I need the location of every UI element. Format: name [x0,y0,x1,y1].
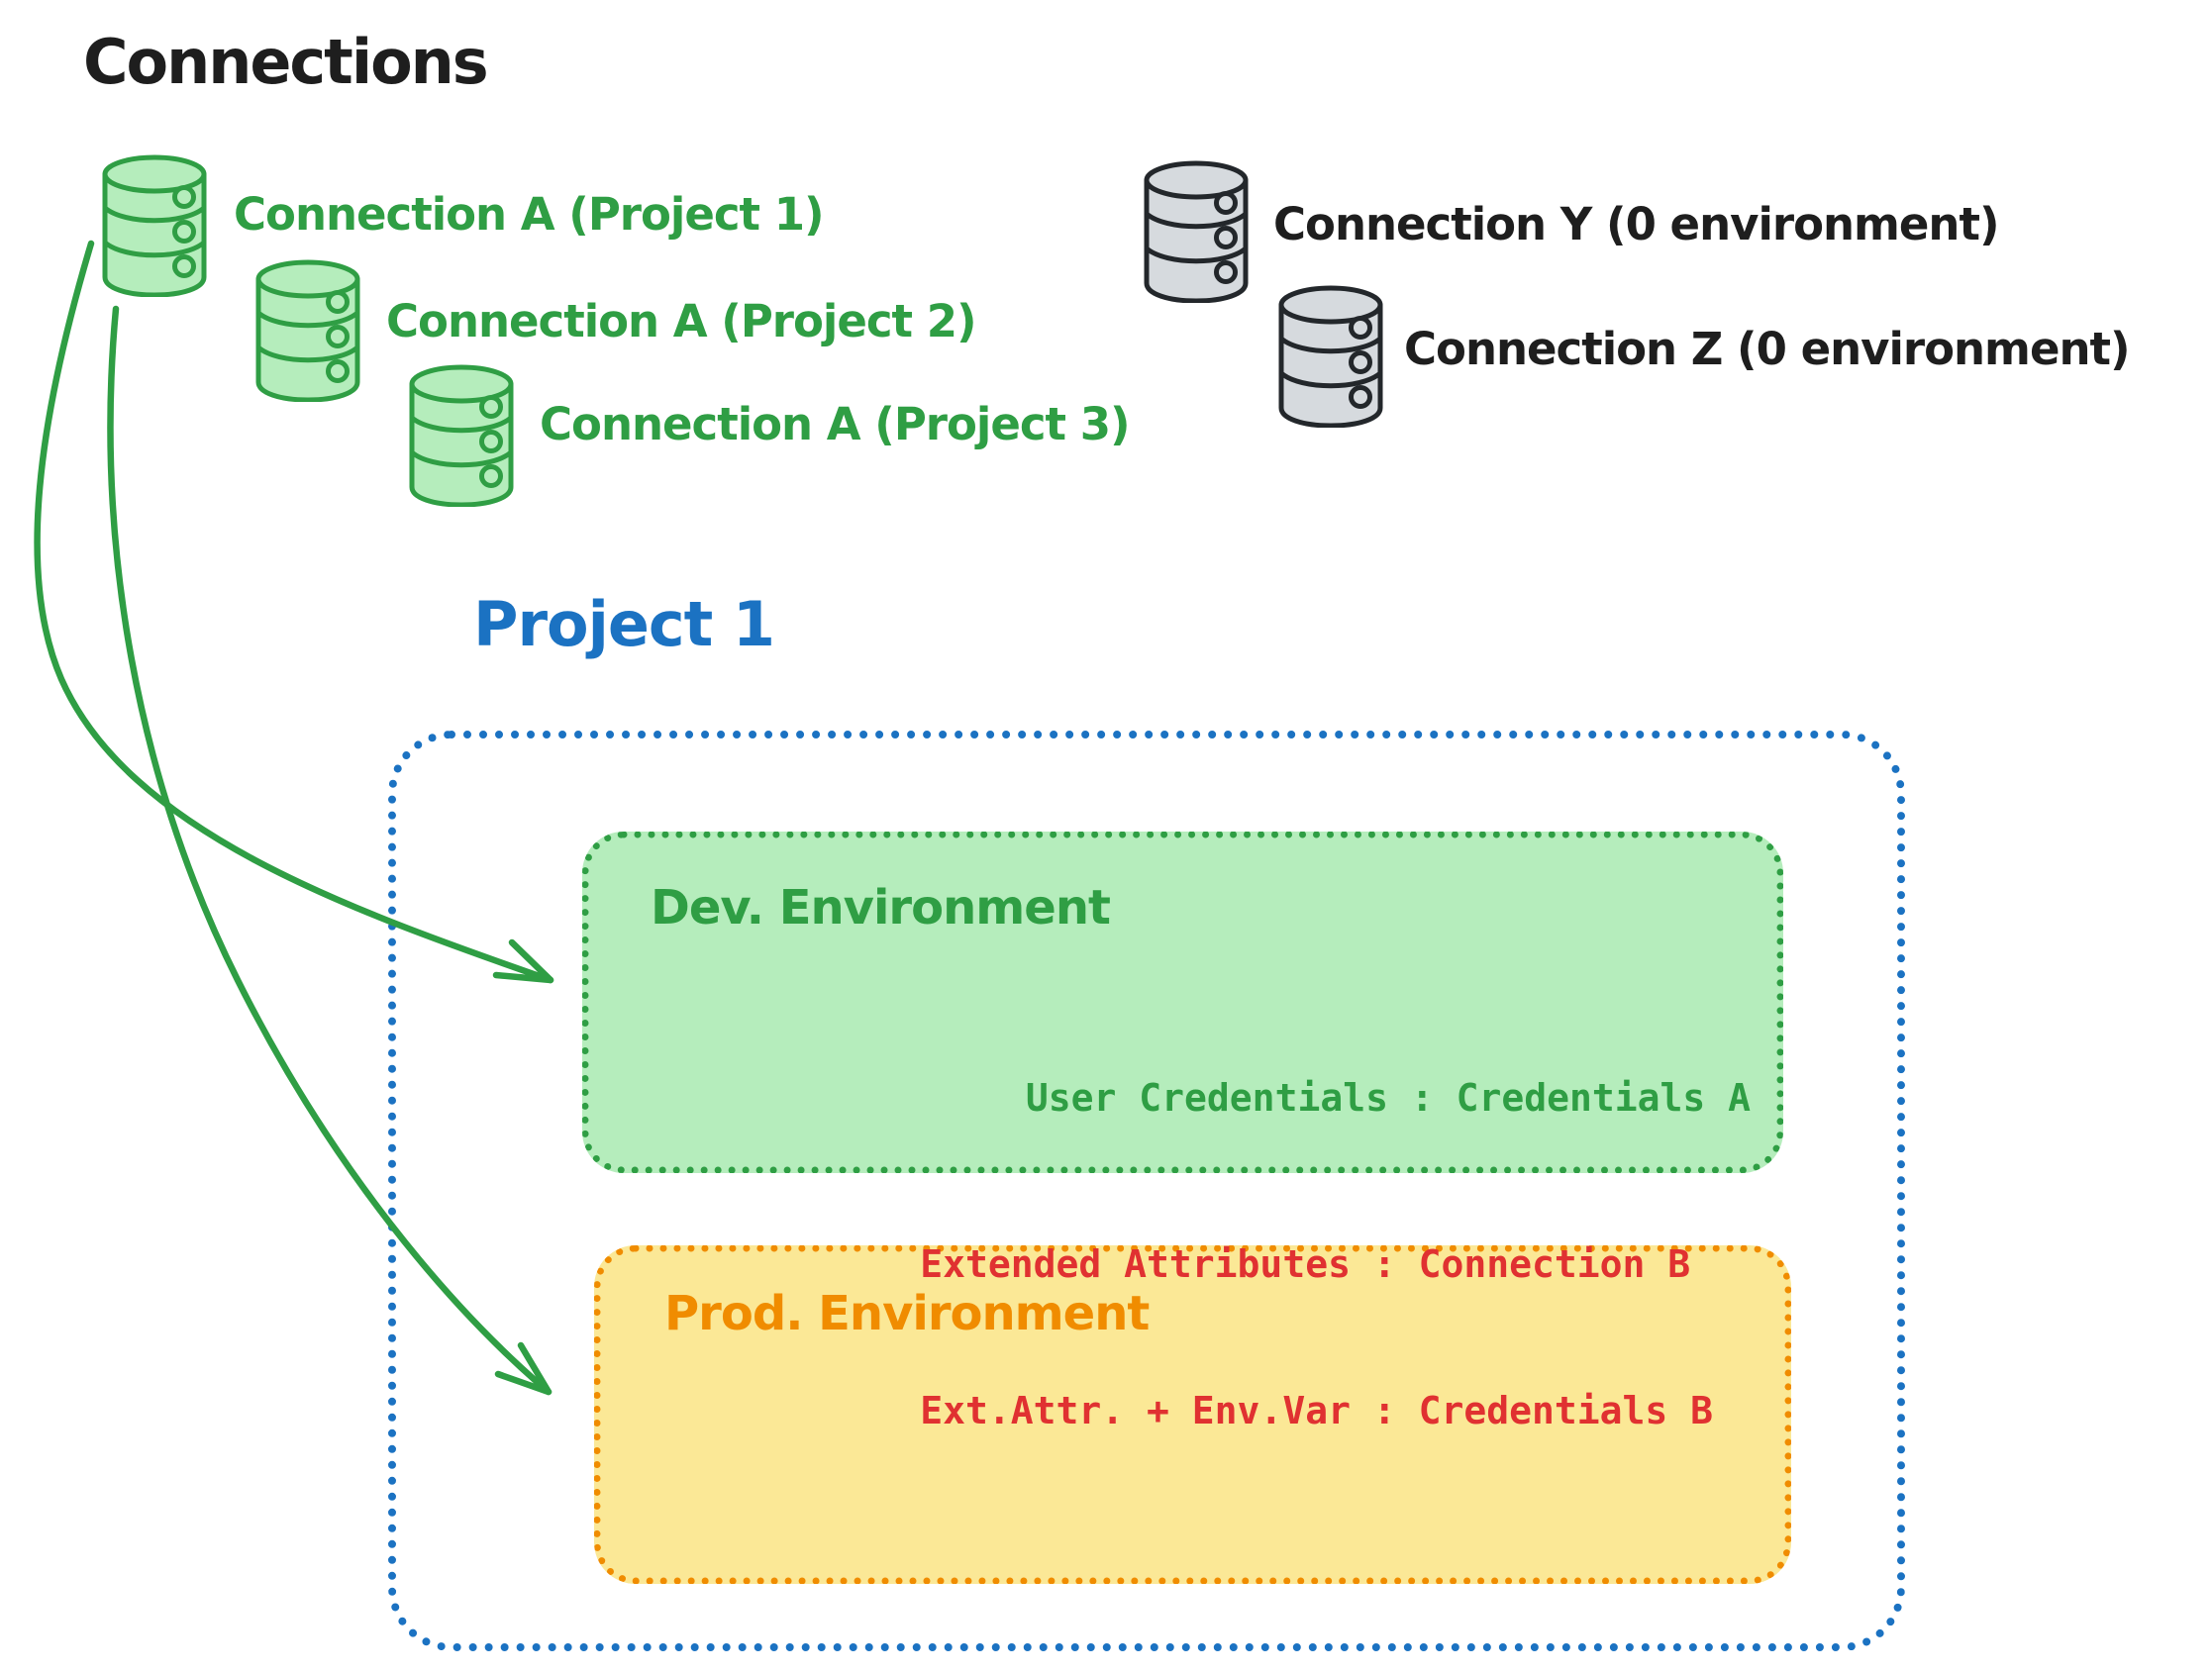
dev-environment-title: Dev. Environment [651,880,1111,935]
prod-mapping-line-1: Extended Attributes : Connection B [920,1241,1691,1286]
connection-a-project-1-label: Connection A (Project 1) [234,188,825,241]
database-icon [1273,281,1388,428]
prod-mapping-line-2: Ext.Attr. + Env.Var : Credentials B [920,1388,1713,1432]
connections-title: Connections [83,26,489,98]
database-icon [251,255,365,402]
dev-environment-box: Dev. Environment User Credentials : Cred… [582,832,1783,1173]
prod-environment-title: Prod. Environment [664,1286,1150,1341]
project-1-title: Project 1 [473,588,775,660]
dev-credentials-mapping: User Credentials : Credentials A [1025,1075,1751,1120]
database-icon [404,360,519,507]
prod-mappings: Extended Attributes : Connection B Ext.A… [920,1142,1713,1533]
database-icon [1139,156,1254,303]
connection-y-label: Connection Y (0 environment) [1273,198,2000,250]
database-icon [97,150,212,297]
prod-environment-box: Prod. Environment Extended Attributes : … [594,1242,1791,1584]
connection-a-project-3-label: Connection A (Project 3) [540,398,1131,450]
connection-a-project-2-label: Connection A (Project 2) [386,295,977,347]
connection-z-label: Connection Z (0 environment) [1404,323,2131,375]
